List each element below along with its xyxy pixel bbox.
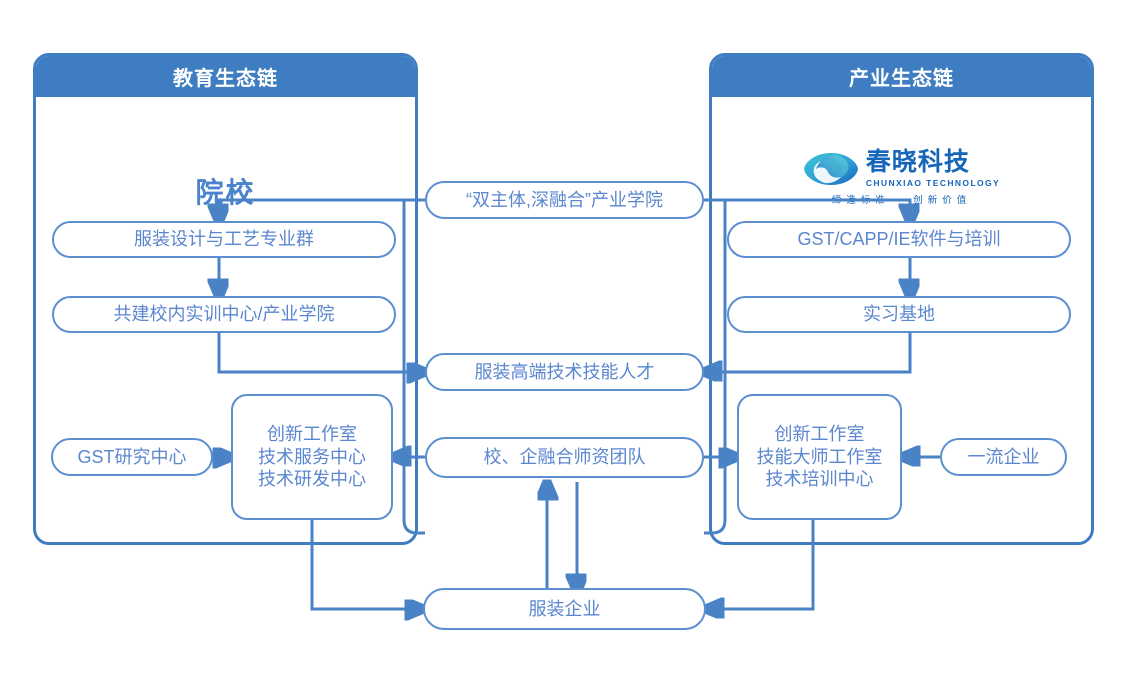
card-right-line-1: 创新工作室 [774,424,865,445]
card-right-line-2: 技能大师工作室 [756,446,883,467]
logo-name-cn: 春晓科技 [865,148,970,176]
node-industry-college[interactable]: “双主体,深融合”产业学院 [425,181,704,219]
node-apparel-enterprise[interactable]: 服装企业 [423,588,706,630]
node-major-group[interactable]: 服装设计与工艺专业群 [52,221,396,258]
card-innovation-right[interactable]: 创新工作室 技能大师工作室 技术培训中心 [737,394,902,520]
node-faculty-team[interactable]: 校、企融合师资团队 [425,437,704,478]
node-training-center[interactable]: 共建校内实训中心/产业学院 [52,296,396,333]
card-left-line-1: 创新工作室 [267,424,357,445]
node-top-enterprise[interactable]: 一流企业 [940,438,1067,476]
industry-panel-header: 产业生态链 [712,56,1091,97]
institution-title: 院校 [195,177,256,208]
logo-top-row: 春晓科技 CHUNXIAO TECHNOLOGY [803,150,1000,188]
card-innovation-left[interactable]: 创新工作室 技术服务中心 技术研发中心 [231,394,393,520]
logo-text-block: 春晓科技 CHUNXIAO TECHNOLOGY [865,148,1001,189]
card-right-line-3: 技术培训中心 [765,469,874,490]
node-gst-research-center[interactable]: GST研究中心 [51,438,213,476]
education-panel-body: 院校 [36,97,415,542]
logo-name-en: CHUNXIAO TECHNOLOGY [865,178,1001,188]
education-panel-header: 教育生态链 [36,56,415,97]
node-internship-base[interactable]: 实习基地 [727,296,1071,333]
node-software-training[interactable]: GST/CAPP/IE软件与培训 [727,221,1071,258]
card-left-line-3: 技术研发中心 [258,469,366,490]
node-high-end-talent[interactable]: 服装高端技术技能人才 [425,353,704,391]
card-left-line-2: 技术服务中心 [258,446,366,467]
chunxiao-eye-logo-icon [803,153,858,185]
